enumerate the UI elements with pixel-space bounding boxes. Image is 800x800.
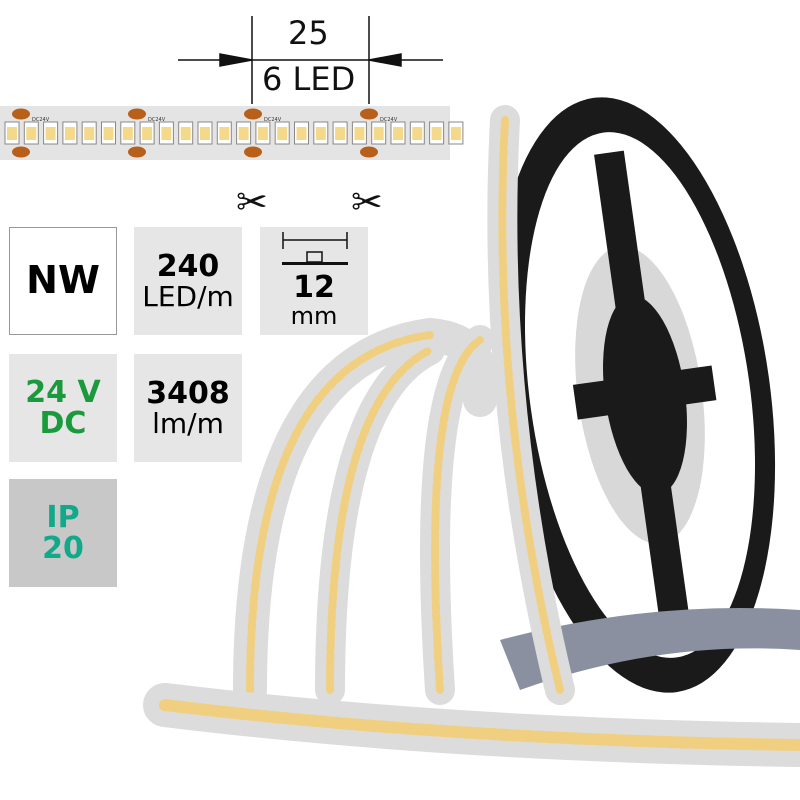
led-emitter bbox=[450, 127, 461, 140]
strip-marking: DC24V bbox=[380, 117, 398, 123]
strip-marking: DC24V bbox=[32, 117, 50, 123]
svg-text:✂: ✂ bbox=[236, 180, 268, 224]
led-emitter bbox=[373, 127, 384, 140]
spec-color-temp: NW bbox=[9, 227, 117, 335]
width-unit: mm bbox=[290, 301, 338, 330]
reel bbox=[494, 97, 800, 693]
led-emitter bbox=[431, 127, 442, 140]
led-emitter bbox=[412, 127, 423, 140]
led-emitter bbox=[296, 127, 307, 140]
solder-pad bbox=[128, 146, 146, 158]
dimension-marker bbox=[178, 16, 443, 104]
led-emitter bbox=[26, 127, 37, 140]
spec-ip-rating: IP 20 bbox=[9, 479, 117, 587]
led-emitter bbox=[161, 127, 172, 140]
led-emitter bbox=[64, 127, 75, 140]
width-dimension-icon bbox=[282, 232, 348, 265]
dimension-segment: 6 LED bbox=[262, 60, 356, 98]
strip-marking: DC24V bbox=[148, 117, 166, 123]
spec-voltage: 24 V DC bbox=[9, 354, 117, 462]
solder-pad bbox=[12, 146, 30, 158]
led-emitter bbox=[315, 127, 326, 140]
solder-pad bbox=[244, 146, 262, 158]
led-emitter bbox=[45, 127, 56, 140]
spec-led-density: 240 LED/m bbox=[134, 227, 242, 335]
led-strip-straight: DC24V DC24V DC24V DC24V bbox=[0, 106, 464, 160]
led-density-value: 240 bbox=[156, 248, 220, 284]
led-emitter bbox=[277, 127, 288, 140]
led-emitter bbox=[393, 127, 403, 140]
scissors-icon: ✂ ✂ bbox=[236, 180, 383, 224]
voltage-unit: DC bbox=[39, 406, 87, 441]
solder-pad bbox=[360, 146, 378, 158]
led-emitter bbox=[354, 127, 365, 140]
ip-value: 20 bbox=[42, 531, 84, 566]
led-emitter bbox=[7, 127, 17, 140]
svg-text:✂: ✂ bbox=[351, 180, 383, 224]
spec-luminous-flux: 3408 lm/m bbox=[134, 354, 242, 462]
voltage-value: 24 V bbox=[25, 374, 101, 410]
led-density-unit: LED/m bbox=[142, 280, 234, 314]
dimension-length: 25 bbox=[288, 14, 329, 52]
ip-label: IP bbox=[46, 499, 80, 535]
led-emitter bbox=[257, 127, 268, 140]
color-temp-value: NW bbox=[26, 258, 100, 303]
solder-pad bbox=[244, 108, 262, 120]
flux-unit: lm/m bbox=[152, 407, 224, 441]
led-emitter bbox=[84, 127, 95, 140]
led-emitter bbox=[142, 127, 153, 140]
led-emitter bbox=[122, 127, 133, 140]
solder-pad bbox=[128, 108, 146, 120]
solder-pad bbox=[12, 108, 30, 120]
spec-width: 12 mm bbox=[260, 227, 368, 335]
led-emitter bbox=[219, 127, 230, 140]
led-emitter bbox=[103, 127, 114, 140]
led-emitter bbox=[335, 127, 346, 140]
led-emitter bbox=[200, 127, 210, 140]
solder-pad bbox=[360, 108, 378, 120]
led-emitter bbox=[180, 127, 191, 140]
led-emitter bbox=[238, 127, 249, 140]
strip-marking: DC24V bbox=[264, 117, 282, 123]
width-value: 12 bbox=[293, 270, 335, 306]
flux-value: 3408 bbox=[146, 375, 230, 411]
led-strip-loops bbox=[143, 105, 800, 767]
